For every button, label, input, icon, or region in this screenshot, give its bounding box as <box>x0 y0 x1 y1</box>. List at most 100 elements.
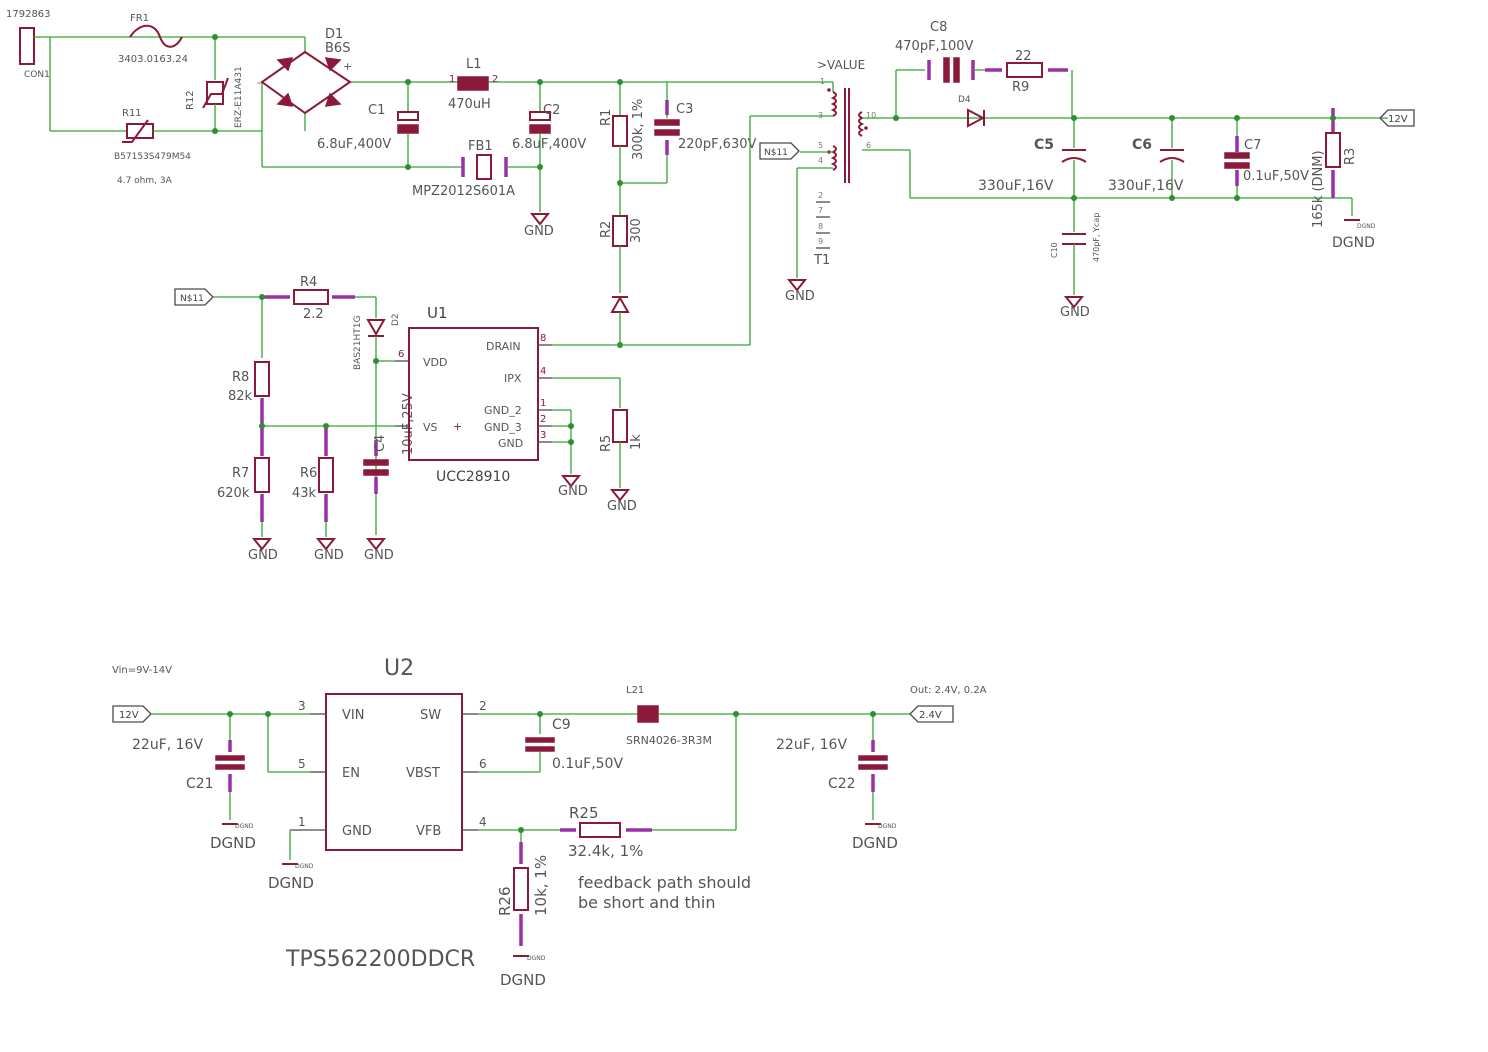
svg-text:4: 4 <box>479 815 487 829</box>
junctions-middle <box>259 294 574 445</box>
svg-text:7: 7 <box>818 206 823 215</box>
inductor-l1: L1 1 2 470uH <box>448 57 498 112</box>
capacitor-c9: C9 0.1uF,50V <box>525 714 623 772</box>
svg-text:U1: U1 <box>427 304 448 322</box>
svg-text:B57153S479M54: B57153S479M54 <box>114 152 191 162</box>
svg-text:SW: SW <box>420 708 441 723</box>
svg-text:2: 2 <box>818 191 823 200</box>
svg-text:5: 5 <box>818 141 823 150</box>
diode-d4: D4 <box>958 95 986 128</box>
resistor-r8: R8 82k <box>228 297 270 426</box>
svg-text:GND: GND <box>364 548 394 563</box>
svg-text:GND: GND <box>785 289 815 304</box>
ic-u2: U2 3 VIN 5 EN 1 GND 2 SW 6 VBST 4 VFB TP… <box>285 656 487 972</box>
svg-text:220pF,630V: 220pF,630V <box>678 137 756 152</box>
svg-text:L1: L1 <box>466 57 482 72</box>
svg-text:VIN: VIN <box>342 708 364 723</box>
svg-text:4: 4 <box>818 156 823 165</box>
svg-text:330uF,16V: 330uF,16V <box>978 178 1054 194</box>
net-label-2v4: 2.4V <box>909 705 954 723</box>
svg-text:DGND: DGND <box>1357 223 1376 230</box>
resistor-r25: R25 32.4k, 1% <box>560 804 736 860</box>
note-vin: Vin=9V-14V <box>112 665 172 676</box>
note-vout: Out: 2.4V, 0.2A <box>910 685 987 696</box>
svg-text:N$11: N$11 <box>764 148 788 158</box>
capacitor-c5: C5 330uF,16V <box>978 118 1087 198</box>
svg-text:>VALUE: >VALUE <box>817 58 865 72</box>
svg-text:DGND: DGND <box>527 955 546 962</box>
svg-text:4.7 ohm, 3A: 4.7 ohm, 3A <box>117 176 173 186</box>
svg-text:GND: GND <box>248 548 278 563</box>
svg-text:4: 4 <box>540 366 546 377</box>
svg-text:GND: GND <box>314 548 344 563</box>
svg-text:R12: R12 <box>185 90 196 110</box>
net-label-12v-bottom: 12V <box>112 705 152 723</box>
svg-text:2: 2 <box>479 699 487 713</box>
svg-text:12V: 12V <box>1388 114 1408 125</box>
svg-text:3: 3 <box>540 430 546 441</box>
svg-text:R3: R3 <box>1343 148 1358 165</box>
svg-text:R6: R6 <box>300 466 317 481</box>
svg-text:IPX: IPX <box>504 372 522 385</box>
ic-u1: U1 6 VDD VS + 8 DRAIN 4 IPX 1 GND_2 2 GN… <box>395 304 552 485</box>
svg-text:6: 6 <box>866 141 871 150</box>
svg-text:C3: C3 <box>676 102 693 117</box>
svg-text:2: 2 <box>540 414 546 425</box>
svg-text:DGND: DGND <box>500 971 546 989</box>
svg-text:feedback path should: feedback path should <box>578 873 751 892</box>
fuse-fr1: FR1 3403.0163.24 <box>118 13 188 65</box>
gnd-symbol: GND <box>607 489 637 514</box>
svg-text:300k, 1%: 300k, 1% <box>631 99 646 160</box>
capacitor-c1: C1 6.8uF,400V <box>317 82 419 167</box>
svg-text:1: 1 <box>449 74 455 85</box>
svg-text:UCC28910: UCC28910 <box>436 469 510 485</box>
svg-text:C8: C8 <box>930 20 947 35</box>
svg-text:B6S: B6S <box>325 41 350 56</box>
svg-text:6: 6 <box>479 757 487 771</box>
con1-label: CON1 <box>24 70 50 80</box>
svg-text:620k: 620k <box>217 486 250 501</box>
resistor-r3: R3 165k (DNM) <box>1311 108 1358 228</box>
svg-text:12V: 12V <box>119 710 139 721</box>
svg-text:L21: L21 <box>626 685 644 696</box>
gnd-symbol: GND <box>1060 296 1090 320</box>
svg-text:330uF,16V: 330uF,16V <box>1108 178 1184 194</box>
net-label-n11-right: N$11 <box>759 142 800 160</box>
svg-text:22uF, 16V: 22uF, 16V <box>132 737 203 753</box>
gnd-symbol: GND <box>248 538 278 563</box>
svg-text:DGND: DGND <box>235 823 254 830</box>
capacitor-c3: C3 220pF,630V <box>620 82 756 184</box>
capacitor-c10: C10 470pF, Ycap GND <box>1050 198 1101 320</box>
dgnd-symbol: DGND DGND <box>1332 198 1376 251</box>
svg-text:VFB: VFB <box>416 824 441 839</box>
svg-text:C9: C9 <box>552 717 571 733</box>
ferrite-fb1: FB1 MPZ2012S601A <box>262 139 540 199</box>
svg-text:MPZ2012S601A: MPZ2012S601A <box>412 184 515 199</box>
svg-text:FR1: FR1 <box>130 13 149 24</box>
svg-text:R8: R8 <box>232 370 249 385</box>
svg-text:C2: C2 <box>543 103 560 118</box>
inductor-l21: L21 SRN4026-3R3M <box>626 685 910 747</box>
svg-text:1: 1 <box>540 398 546 409</box>
svg-text:U2: U2 <box>384 656 414 681</box>
svg-text:Vin=9V-14V: Vin=9V-14V <box>112 665 172 676</box>
gnd-symbol: GND <box>558 475 588 499</box>
svg-text:0.1uF,50V: 0.1uF,50V <box>552 756 623 772</box>
gnd-symbol: GND <box>785 279 815 304</box>
svg-text:GND_2: GND_2 <box>484 404 522 417</box>
svg-text:2: 2 <box>492 74 498 85</box>
svg-text:8: 8 <box>540 333 546 344</box>
connector-con1: 1792863 CON1 <box>6 9 215 131</box>
resistor-r1: R1 300k, 1% <box>599 82 646 183</box>
svg-text:1: 1 <box>820 77 825 86</box>
svg-text:0.1uF,50V: 0.1uF,50V <box>1243 169 1309 184</box>
svg-text:C21: C21 <box>186 776 214 792</box>
resistor-r5: R5 1k GND <box>599 378 644 514</box>
svg-text:1: 1 <box>298 815 306 829</box>
svg-text:165k (DNM): 165k (DNM) <box>1311 150 1326 228</box>
svg-text:10k, 1%: 10k, 1% <box>532 855 550 916</box>
svg-text:DGND: DGND <box>210 834 256 852</box>
svg-text:BAS21HT1G: BAS21HT1G <box>353 316 363 370</box>
svg-text:T1: T1 <box>813 253 830 268</box>
